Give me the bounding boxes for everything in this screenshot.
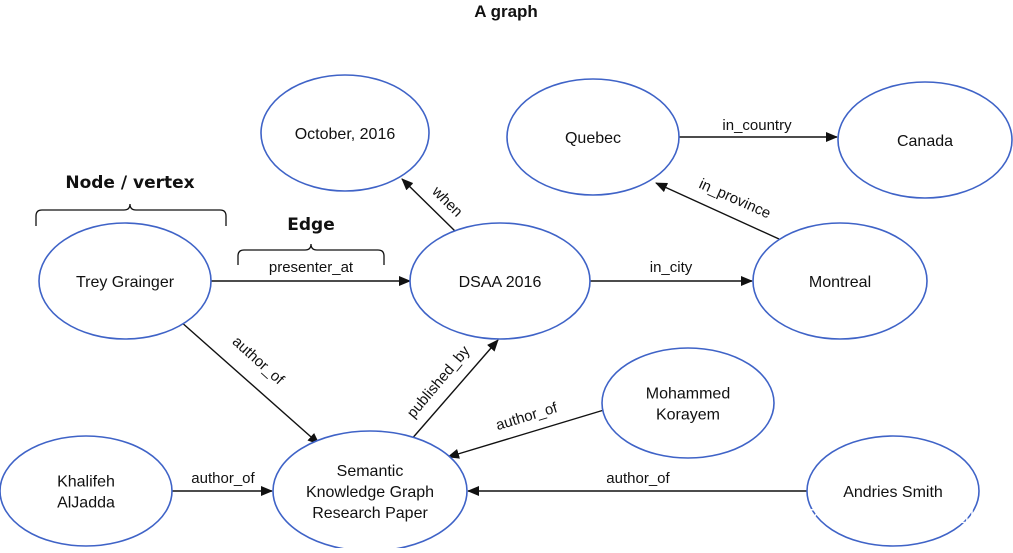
edge-mohammed-to-paper: author_of: [447, 399, 605, 459]
node-canada: Canada: [837, 81, 1013, 199]
edge-brace: [237, 243, 385, 265]
edge-label-when: when: [428, 182, 466, 220]
node-ellipse: [38, 222, 212, 340]
diagram-title: A graph: [474, 2, 538, 21]
edge-dsaa-to-montreal: in_city: [590, 259, 753, 286]
edge-trey-to-dsaa: presenter_at: [211, 259, 411, 286]
node-label: Canada: [897, 133, 953, 150]
node-label: Trey Grainger: [76, 274, 175, 291]
edge-label-author-of: author_of: [606, 470, 670, 487]
node-label: Korayem: [656, 407, 720, 424]
node-dsaa: DSAA 2016: [409, 222, 591, 340]
edge-arrow: [179, 320, 320, 445]
watermark: 掘金技术社区 @ 数据智能老司机: [702, 506, 995, 530]
node-ellipse: [601, 347, 775, 459]
node-andries: Andries Smith: [806, 435, 980, 547]
edge-andries-to-paper: author_of: [467, 470, 808, 496]
node-vertex-label: Node / vertex: [65, 173, 194, 193]
node-label: Andries Smith: [843, 484, 943, 501]
node-label: Mohammed: [646, 386, 730, 403]
node-vertex-annotation: Node / vertex: [35, 173, 227, 226]
node-brace: [35, 203, 227, 226]
node-ellipse: [506, 78, 680, 196]
edge-arrow: [401, 178, 457, 233]
node-label: Khalifeh: [57, 474, 115, 491]
edge-label-in-country: in_country: [722, 117, 792, 134]
edge-annotation: Edge: [237, 215, 385, 265]
node-label: Knowledge Graph: [306, 484, 434, 501]
node-ellipse: [806, 435, 980, 547]
edge-label: Edge: [287, 215, 334, 235]
edge-label-in-province: in_province: [696, 176, 773, 223]
node-ellipse: [409, 222, 591, 340]
edge-label-in-city: in_city: [650, 259, 693, 276]
edge-arrow: [409, 339, 499, 442]
node-label: AlJadda: [57, 495, 115, 512]
edge-quebec-to-canada: in_country: [678, 117, 838, 142]
edge-label-author-of: author_of: [191, 470, 255, 487]
node-ellipse: [260, 74, 430, 192]
edge-trey-to-paper: author_of: [179, 320, 320, 445]
node-label: Montreal: [809, 274, 871, 291]
node-trey: Trey Grainger: [38, 222, 212, 340]
node-label: DSAA 2016: [459, 274, 542, 291]
edge-label-published-by: published_by: [404, 342, 474, 421]
node-october: October, 2016: [260, 74, 430, 192]
node-ellipse: [752, 222, 928, 340]
node-label: Research Paper: [312, 505, 428, 522]
edge-label-author-of: author_of: [494, 399, 560, 434]
edge-label-presenter-at: presenter_at: [269, 259, 354, 276]
node-label: October, 2016: [295, 126, 396, 143]
edge-khalifeh-to-paper: author_of: [172, 470, 273, 496]
edge-arrow: [655, 182, 780, 240]
node-label: Quebec: [565, 130, 621, 147]
node-ellipse: [0, 435, 173, 547]
edge-paper-to-dsaa: published_by: [404, 339, 499, 442]
edge-label-author-of: author_of: [229, 333, 288, 389]
node-montreal: Montreal: [752, 222, 928, 340]
edge-montreal-to-quebec: in_province: [655, 176, 780, 240]
edge-arrow: [447, 409, 605, 459]
node-quebec: Quebec: [506, 78, 680, 196]
edge-dsaa-to-october: when: [401, 178, 466, 233]
node-label: Semantic: [337, 463, 404, 480]
node-ellipse: [837, 81, 1013, 199]
